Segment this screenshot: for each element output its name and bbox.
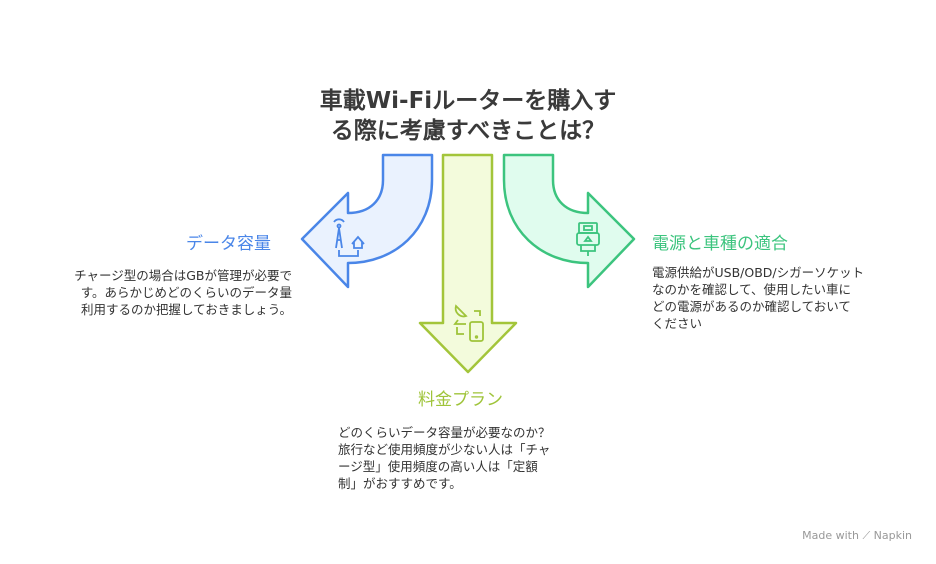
napkin-watermark: Made with ⟋ Napkin bbox=[802, 529, 912, 542]
item-description: 電源供給がUSB/OBD/シガーソケットなのかを確認して、使用したい車にどの電源… bbox=[652, 264, 922, 332]
item-description: チャージ型の場合はGBが管理が必要です。あらかじめどのくらいのデータ量利用するの… bbox=[22, 267, 292, 318]
desc-line: ください bbox=[652, 316, 703, 331]
diagram-title: 車載Wi-Fiルーターを購入する際に考慮すべきことは？ bbox=[268, 86, 668, 146]
item-label: データ容量 bbox=[186, 234, 271, 254]
lime-arrow bbox=[418, 153, 518, 374]
item-label: 料金プラン bbox=[418, 390, 503, 410]
desc-line: 制」がおすすめです。 bbox=[338, 476, 462, 491]
desc-line: す。あらかじめどのくらいのデータ量 bbox=[80, 285, 292, 300]
item-description: どのくらいデータ容量が必要なのか？ 旅行など使用頻度が少ない人は「チャージ型」使用… bbox=[338, 424, 608, 492]
desc-line: ージ型」使用頻度の高い人は「定額 bbox=[338, 459, 538, 474]
title-line: 車載Wi-Fiルーターを購入す bbox=[319, 88, 617, 114]
desc-line: なのかを確認して、使用したい車に bbox=[652, 282, 852, 297]
desc-line: 利用するのか把握しておきましょう。 bbox=[80, 302, 292, 317]
item-label: 電源と車種の適合 bbox=[652, 234, 788, 254]
desc-line: どのくらいデータ容量が必要なのか？ bbox=[338, 425, 551, 440]
title-line: る際に考慮すべきことは？ bbox=[330, 118, 606, 144]
satellite-phone-icon bbox=[453, 304, 484, 342]
green-arrow bbox=[502, 153, 636, 289]
desc-line: 電源供給がUSB/OBD/シガーソケット bbox=[652, 265, 865, 280]
blue-arrow bbox=[300, 153, 434, 289]
desc-line: チャージ型の場合はGBが管理が必要で bbox=[74, 268, 292, 283]
desc-line: どの電源があるのか確認しておいて bbox=[652, 299, 851, 314]
cell-tower-home-icon bbox=[333, 218, 365, 257]
desc-line: 旅行など使用頻度が少ない人は「チャ bbox=[338, 442, 551, 457]
usb-plug-icon bbox=[576, 222, 600, 256]
